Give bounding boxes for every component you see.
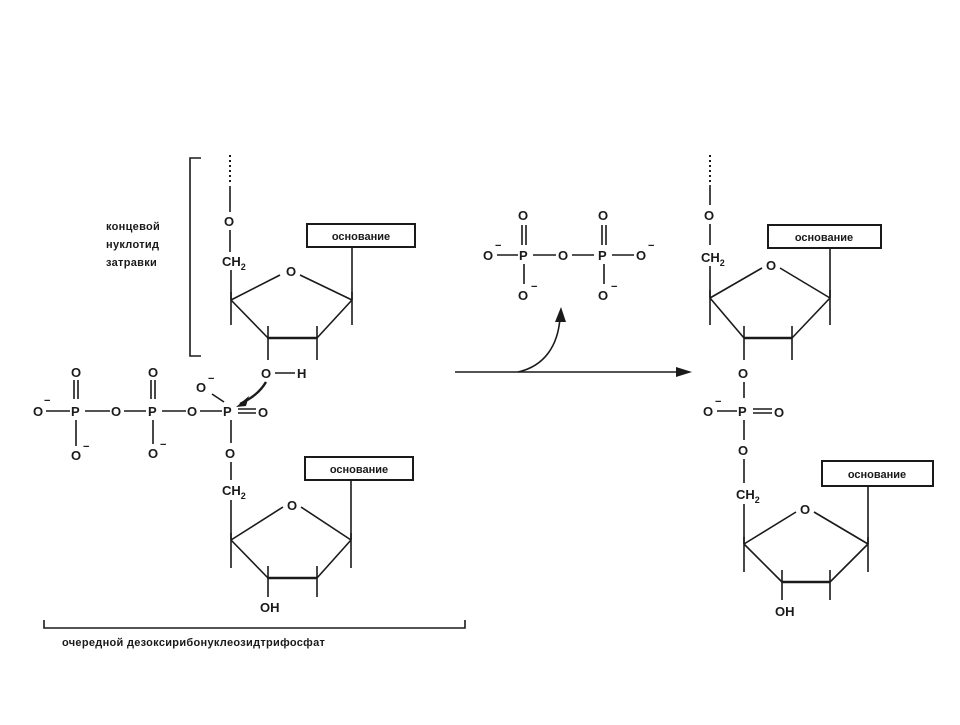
svg-text:O: O: [558, 248, 568, 263]
primer-nucleotide: концевой нуклотид затравки O CH2 O основ…: [106, 155, 416, 407]
incoming-triphosphate: O O − P O − O O P O − O O − P O O CH2: [33, 365, 466, 649]
sugar-ring-dntp: O: [230, 480, 352, 597]
svg-text:−: −: [531, 281, 537, 293]
reaction-arrow: [455, 307, 692, 377]
sugar-ring-product-bottom: O: [743, 486, 869, 600]
atom-o5-primer: O: [224, 214, 234, 229]
base-box-product-bottom: основание: [821, 460, 934, 487]
ring-oxygen: O: [286, 264, 296, 279]
base-box-dntp: основание: [304, 456, 414, 481]
base-label: основание: [848, 469, 906, 481]
sugar-ring-product-top: O: [709, 248, 831, 360]
base-label: основание: [330, 464, 388, 476]
svg-text:−: −: [160, 439, 166, 451]
base-box-product-top: основание: [767, 224, 882, 249]
svg-text:O: O: [738, 366, 748, 381]
svg-text:O: O: [148, 446, 158, 461]
primer-bracket: [189, 157, 201, 357]
atom-p-beta: P: [148, 404, 157, 419]
svg-text:CH2: CH2: [701, 250, 725, 268]
svg-text:P: P: [519, 248, 528, 263]
svg-text:O: O: [258, 405, 268, 420]
atom-bridge-o1: O: [111, 404, 121, 419]
atom-ch2-dntp: CH2: [222, 483, 246, 501]
svg-text:O: O: [483, 248, 493, 263]
svg-text:−: −: [611, 281, 617, 293]
svg-text:O: O: [704, 208, 714, 223]
svg-text:O: O: [774, 405, 784, 420]
svg-text:O: O: [738, 443, 748, 458]
svg-text:O: O: [148, 365, 158, 380]
atom-ch2-primer: CH2: [222, 254, 246, 272]
atom-p-gamma: P: [71, 404, 80, 419]
svg-text:O: O: [196, 380, 206, 395]
sugar-ring-primer: O: [230, 248, 353, 360]
base-box-primer: основание: [306, 223, 416, 248]
svg-text:O: O: [703, 404, 713, 419]
atom-bridge-o2: O: [187, 404, 197, 419]
svg-text:O: O: [71, 365, 81, 380]
dntp-bracket: [43, 620, 466, 629]
svg-text:O: O: [598, 288, 608, 303]
atom-o3-primer: O: [261, 366, 271, 381]
svg-text:P: P: [598, 248, 607, 263]
svg-text:O: O: [800, 502, 810, 517]
svg-text:OH: OH: [775, 604, 795, 619]
svg-text:O: O: [287, 498, 297, 513]
svg-text:O: O: [518, 208, 528, 223]
svg-text:−: −: [648, 240, 654, 252]
svg-text:−: −: [495, 240, 501, 252]
atom-h-primer: H: [297, 366, 306, 381]
base-label: основание: [795, 232, 853, 244]
svg-text:CH2: CH2: [736, 487, 760, 505]
atom-p-alpha: P: [223, 404, 232, 419]
svg-text:O: O: [766, 258, 776, 273]
svg-text:O: O: [33, 404, 43, 419]
svg-text:O: O: [598, 208, 608, 223]
primer-label-line2: нуклотид: [106, 239, 159, 251]
svg-text:O: O: [518, 288, 528, 303]
atom-o5-dntp: O: [225, 446, 235, 461]
svg-text:O: O: [636, 248, 646, 263]
svg-text:−: −: [208, 373, 214, 385]
primer-label-line3: затравки: [106, 257, 157, 269]
svg-text:−: −: [44, 395, 50, 407]
atom-oh-dntp: OH: [260, 600, 280, 615]
dntp-label: очередной дезоксирибонуклеозидтрифосфат: [62, 637, 326, 649]
atom-p-phosphodiester: P: [738, 404, 747, 419]
base-label: основание: [332, 231, 390, 243]
svg-text:−: −: [715, 396, 721, 408]
svg-text:−: −: [83, 441, 89, 453]
product-chain: O CH2 O основание O O − P O: [701, 155, 934, 619]
svg-text:O: O: [71, 448, 81, 463]
primer-label-line1: концевой: [106, 221, 160, 233]
pyrophosphate: O O − P O − O O P O − O −: [483, 208, 654, 303]
